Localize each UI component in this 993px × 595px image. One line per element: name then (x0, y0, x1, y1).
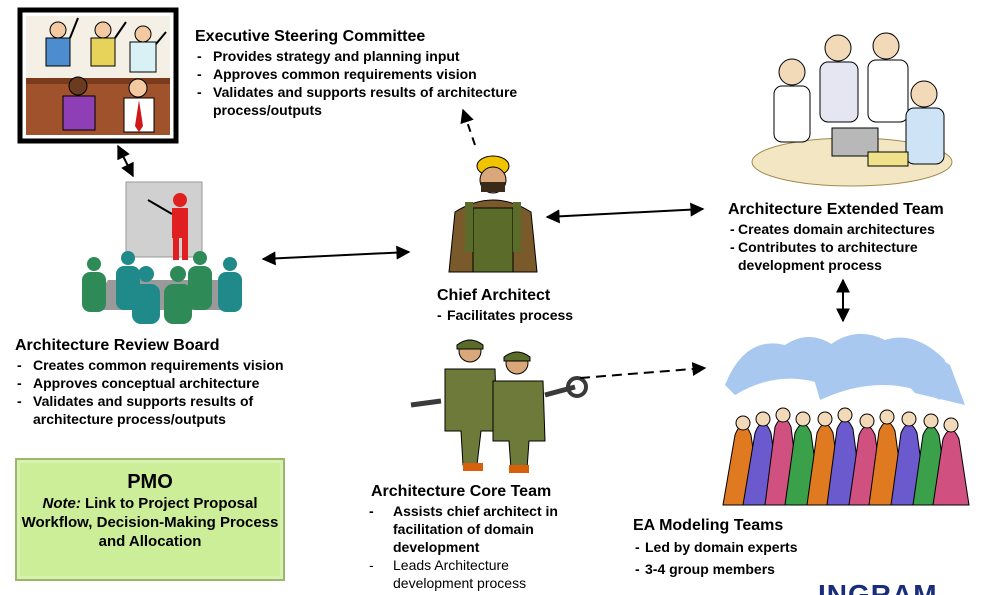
arrow-core-to-modeling (579, 362, 707, 379)
modeling-teams-title: EA Modeling Teams (633, 517, 784, 534)
extended-team-clipart (751, 32, 953, 187)
pmo-title: PMO (127, 471, 173, 493)
list-item: 3-4 group members (633, 558, 873, 580)
review-board-responsibilities: Creates common requirements vision Appro… (15, 356, 345, 428)
review-board-clipart (82, 181, 242, 324)
list-item: Provides strategy and planning input (195, 47, 595, 65)
pmo-box: PMO Note: Link to Project Proposal Workf… (15, 458, 285, 581)
modeling-teams-responsibilities: Led by domain experts 3-4 group members (633, 536, 873, 580)
core-team-responsibilities: Assists chief architect in facilitation … (367, 502, 592, 592)
arrow-chief-to-extended (545, 202, 705, 224)
arrow-review-to-chief (261, 245, 411, 266)
core-team-title: Architecture Core Team (371, 483, 552, 500)
modeling-teams-clipart (722, 333, 970, 506)
extended-team-responsibilities: Creates domain architectures Contributes… (728, 220, 993, 274)
executive-responsibilities: Provides strategy and planning input App… (195, 47, 595, 119)
list-item: Assists chief architect in facilitation … (367, 502, 592, 556)
list-item: Creates domain architectures (728, 220, 993, 238)
executive-meeting-clipart (17, 7, 179, 144)
chief-architect-responsibilities: Facilitates process (435, 306, 637, 324)
ingram-logo: INGRAM (818, 579, 938, 595)
review-board-block: Architecture Review Board Creates common… (15, 336, 345, 428)
pmo-note: Note: Link to Project Proposal Workflow,… (17, 494, 283, 551)
executive-title: Executive Steering Committee (195, 28, 426, 45)
chief-architect-block: Chief Architect Facilitates process (437, 286, 637, 324)
chief-architect-clipart (448, 155, 538, 273)
core-team-block: Architecture Core Team Assists chief arc… (369, 482, 611, 592)
arrow-chief-to-exec (460, 108, 476, 146)
list-item: Leads Architecture development process (367, 556, 592, 592)
pmo-note-text: Link to Project Proposal Workflow, Decis… (21, 495, 279, 550)
list-item: Validates and supports results of archit… (15, 392, 313, 428)
list-item: Facilitates process (435, 306, 637, 324)
list-item: Contributes to architecture development … (728, 238, 948, 274)
extended-team-title: Architecture Extended Team (728, 201, 944, 218)
list-item: Approves conceptual architecture (15, 374, 345, 392)
modeling-teams-block: EA Modeling Teams Led by domain experts … (633, 516, 873, 580)
list-item: Approves common requirements vision (195, 65, 595, 83)
core-team-clipart (410, 339, 588, 473)
list-item: Led by domain experts (633, 536, 873, 558)
pmo-note-label: Note: (42, 495, 81, 512)
arrow-exec-to-review (117, 144, 134, 178)
list-item: Creates common requirements vision (15, 356, 345, 374)
review-board-title: Architecture Review Board (15, 337, 220, 354)
chief-architect-title: Chief Architect (437, 287, 551, 304)
extended-team-block: Architecture Extended Team Creates domai… (728, 200, 993, 274)
executive-steering-block: Executive Steering Committee Provides st… (195, 27, 615, 119)
list-item: Validates and supports results of archit… (195, 83, 583, 119)
